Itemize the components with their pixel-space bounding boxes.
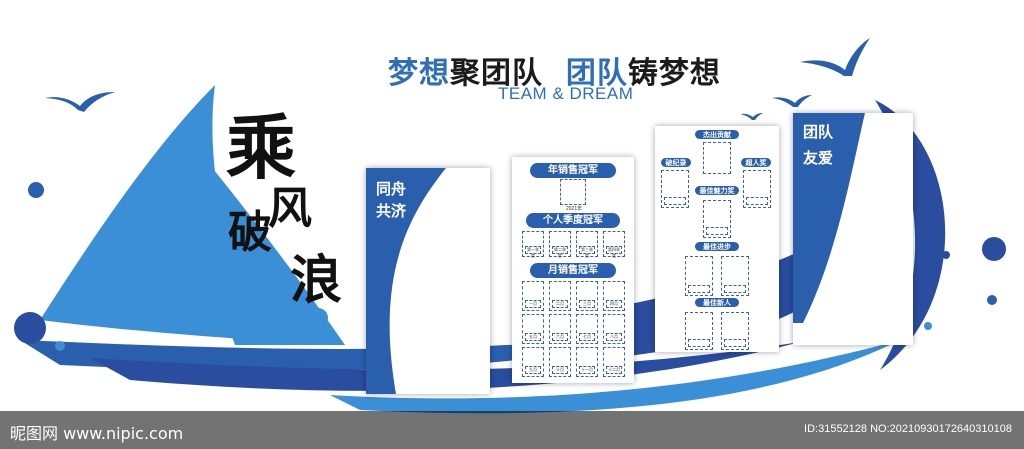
title-part-1: 梦想: [388, 56, 450, 91]
photo-month: 二月: [549, 281, 571, 311]
hull-swoosh-3: [330, 340, 900, 414]
brush-char-1: 乘: [226, 106, 296, 189]
month-caption: 四月: [606, 300, 622, 308]
photo-annual: [560, 179, 586, 205]
photo-newcomer: [685, 312, 713, 350]
photo-progress: [721, 256, 749, 296]
panel1-line1: 同舟: [376, 180, 407, 198]
label-superman: 超人奖: [741, 158, 771, 167]
photo-record: [661, 170, 689, 208]
month-caption: 九月: [525, 366, 541, 374]
month-caption: 一月: [525, 300, 541, 308]
brush-char-2: 风: [268, 183, 312, 234]
seagull-icon: [45, 92, 115, 112]
label-record-breaker: 破纪录: [661, 158, 691, 167]
photo-month: 四月: [603, 281, 625, 311]
header-progress: 最佳进步: [695, 242, 739, 251]
photo-quarter: 第二季度: [549, 231, 571, 258]
header-monthly-champion: 月销售冠军: [530, 263, 616, 278]
panel4-shape: [793, 113, 865, 323]
month-caption: 八月: [606, 333, 622, 341]
seagull-icon: [772, 95, 812, 107]
bubble-circle: [14, 312, 46, 344]
panel4-line2: 友爱: [803, 149, 834, 167]
bubble-circle: [987, 295, 997, 305]
seagull-icon: [740, 113, 763, 120]
month-caption: 二月: [552, 300, 568, 308]
photo-progress: [685, 256, 713, 296]
photo-month: 十二月: [603, 347, 625, 377]
photo-quarter: 第一季度: [522, 231, 544, 258]
header-charm: 最佳魅力奖: [695, 186, 739, 195]
panel1-line2: 共济: [376, 202, 407, 220]
watermark-right: ID:31552128 NO:20210930172640310108: [804, 423, 1012, 435]
month-caption: 五月: [525, 333, 541, 341]
month-caption: 六月: [552, 333, 568, 341]
photo-newcomer: [721, 312, 749, 350]
header-outstanding: 杰出贡献: [695, 130, 739, 139]
photo-month: 八月: [603, 314, 625, 344]
header-quarter-champion: 个人季度冠军: [526, 213, 620, 228]
month-caption: 七月: [579, 333, 595, 341]
photo-outstanding: [703, 142, 731, 174]
photo-charm: [703, 200, 731, 238]
watermark-left: 昵图网 www.nipic.com: [10, 424, 184, 443]
bubble-circle: [28, 182, 44, 198]
month-caption: 十月: [552, 366, 568, 374]
hull-swoosh-2: [90, 342, 800, 391]
photo-quarter: 第三季度: [576, 231, 598, 258]
panel4-line1: 团队: [803, 123, 834, 141]
panel-tongzhou: 同舟 共济: [366, 168, 490, 394]
panel-awards: 杰出贡献 破纪录 超人奖 最佳魅力奖 最佳进步 最佳新人: [655, 126, 779, 352]
year-label: 2021年: [566, 206, 583, 212]
sail-left: [40, 85, 255, 340]
sail-right: [185, 135, 345, 345]
panel1-shape: [366, 168, 446, 394]
photo-month: 十月: [549, 347, 571, 377]
photo-month: 一月: [522, 281, 544, 311]
month-caption: 十一月: [579, 366, 595, 374]
panel-sales-champions: 年销售冠军 2021年 个人季度冠军 第一季度 第二季度 第三季度 第四季度 月…: [512, 157, 634, 383]
bubble-ring: [308, 308, 328, 328]
photo-month: 十一月: [576, 347, 598, 377]
right-crescent: [875, 100, 946, 370]
brush-char-3: 破: [228, 207, 272, 258]
photo-month: 五月: [522, 314, 544, 344]
photo-superman: [743, 170, 771, 208]
bubble-circle: [942, 251, 950, 259]
hull-swoosh-1: [20, 320, 760, 371]
title-part-2: 聚团队: [450, 56, 543, 91]
subtitle: TEAM & DREAM: [498, 84, 634, 103]
watermark-bar: [0, 411, 1024, 449]
seagull-icon: [800, 38, 870, 76]
bubble-circle: [55, 341, 65, 351]
title-part-3: 团队: [565, 56, 628, 91]
bubble-circle: [924, 322, 932, 330]
photo-quarter: 第四季度: [603, 231, 625, 258]
month-caption: 三月: [579, 300, 595, 308]
photo-month: 三月: [576, 281, 598, 311]
panel-tuandui-youai: 团队 友爱: [793, 113, 913, 345]
month-caption: 十二月: [606, 366, 622, 374]
title-part-4: 铸梦想: [627, 56, 721, 91]
header-annual-champion: 年销售冠军: [530, 163, 616, 178]
bubble-circle: [982, 237, 1006, 261]
photo-month: 七月: [576, 314, 598, 344]
header-newcomer: 最佳新人: [695, 298, 739, 307]
photo-month: 六月: [549, 314, 571, 344]
photo-month: 九月: [522, 347, 544, 377]
main-title: 梦想聚团队 团队铸梦想: [388, 48, 721, 92]
brush-char-4: 浪: [290, 250, 343, 311]
